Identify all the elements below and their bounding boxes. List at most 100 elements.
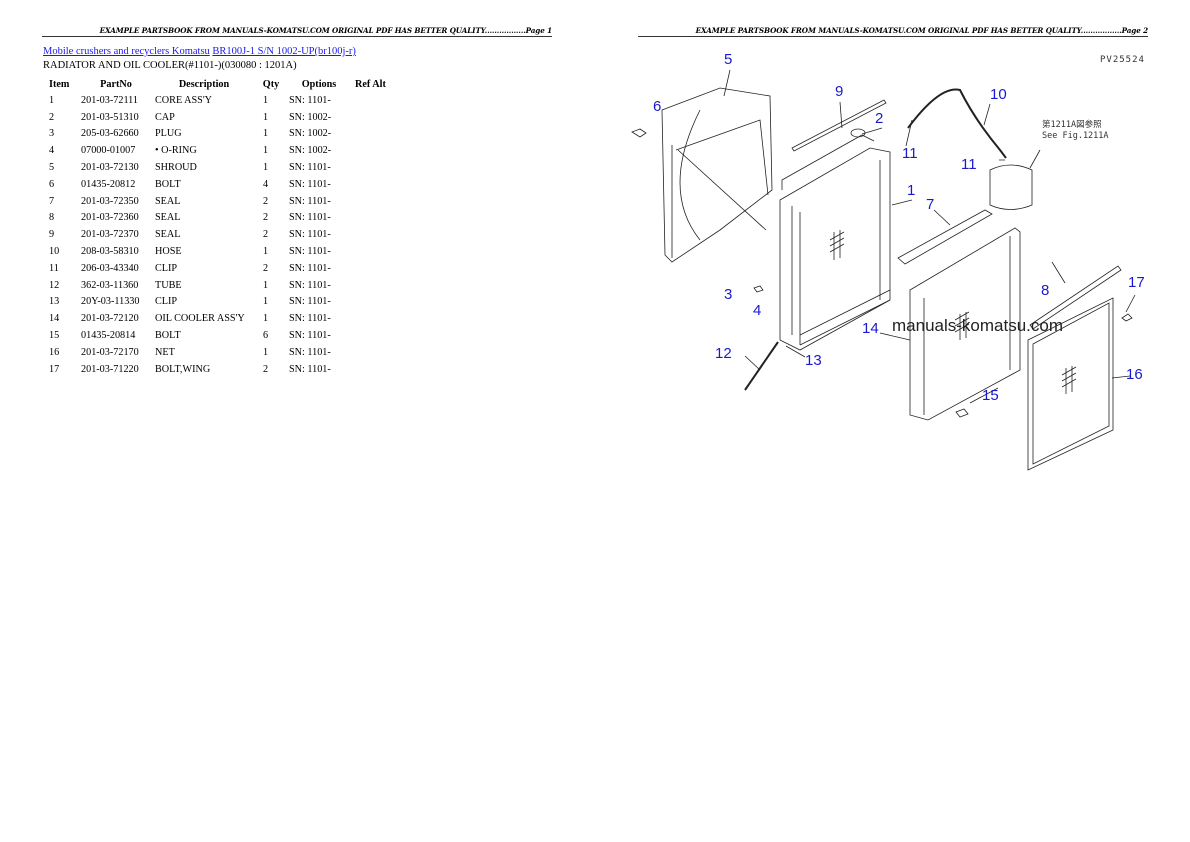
col-item: Item: [49, 78, 70, 90]
description: CLIP: [155, 262, 178, 274]
col-description: Description: [178, 78, 230, 90]
item-number: 9: [49, 229, 55, 241]
ref-alt: [351, 294, 390, 311]
quantity: 2: [263, 363, 269, 375]
options: SN: 1101-: [289, 279, 331, 291]
callout-6: 6: [653, 98, 662, 115]
ref-alt: [351, 142, 390, 159]
options: SN: 1101-: [289, 229, 331, 241]
description: SEAL: [155, 229, 181, 241]
description: CORE ASS'Y: [155, 94, 213, 106]
part-number: 07000-01007: [81, 145, 136, 157]
model-link[interactable]: BR100J-1 S/N 1002-UP(br100j-r): [212, 46, 356, 57]
part-number: 201-03-72370: [81, 229, 139, 241]
part-number: 201-03-72170: [81, 346, 139, 358]
ref-alt: [351, 109, 390, 126]
options: SN: 1101-: [289, 94, 331, 106]
options: SN: 1002-: [289, 111, 332, 123]
table-header: Item PartNo Description Qty Options Ref …: [43, 76, 390, 92]
part-number: 201-03-72360: [81, 212, 139, 224]
description: OIL COOLER ASS'Y: [155, 313, 245, 325]
quantity: 1: [263, 94, 269, 106]
note-en: See Fig.1211A: [1042, 131, 1109, 141]
part-number: 201-03-72111: [81, 94, 138, 106]
callout-7: 7: [926, 196, 935, 213]
category-link[interactable]: Mobile crushers and recyclers Komatsu: [43, 46, 210, 57]
col-refalt: Ref Alt: [355, 78, 386, 90]
figure-note: 第1211A図参照 See Fig.1211A: [1042, 120, 1109, 142]
item-number: 13: [49, 296, 60, 308]
description: CLIP: [155, 296, 178, 308]
part-number: 201-03-72130: [81, 162, 139, 174]
col-partno: PartNo: [100, 78, 132, 90]
options: SN: 1101-: [289, 346, 331, 358]
options: SN: 1101-: [289, 262, 331, 274]
callout-10: 10: [990, 86, 1007, 103]
watermark: manuals-komatsu.com: [892, 316, 1064, 335]
ref-alt: [351, 327, 390, 344]
ref-alt: [351, 210, 390, 227]
figure-code: PV25524: [1100, 55, 1145, 65]
options: SN: 1101-: [289, 212, 331, 224]
callout-3: 3: [724, 286, 733, 303]
item-number: 8: [49, 212, 55, 224]
description: SHROUD: [155, 162, 197, 174]
ref-alt: [351, 344, 390, 361]
item-number: 4: [49, 145, 55, 157]
quantity: 1: [263, 279, 269, 291]
quantity: 1: [263, 145, 269, 157]
ref-alt: [351, 159, 390, 176]
ref-alt: [351, 277, 390, 294]
callout-1: 1: [907, 182, 916, 199]
callout-2: 2: [875, 110, 884, 127]
callout-11a: 11: [902, 145, 918, 162]
part-number: 201-03-71220: [81, 363, 139, 375]
description: • O-RING: [155, 145, 197, 157]
exploded-diagram: PV25524 第1211A図参照 See Fig.1211A 1 2 3 4 …: [620, 40, 1180, 480]
item-number: 11: [49, 262, 59, 274]
part-number: 205-03-62660: [81, 128, 139, 140]
options: SN: 1101-: [289, 330, 331, 342]
callout-16: 16: [1126, 366, 1143, 383]
quantity: 1: [263, 162, 269, 174]
note-jp: 第1211A図参照: [1042, 120, 1102, 130]
page1-header: EXAMPLE PARTSBOOK FROM MANUALS-KOMATSU.C…: [42, 26, 552, 37]
callout-14: 14: [862, 320, 879, 337]
item-number: 12: [49, 279, 60, 291]
part-number: 01435-20812: [81, 178, 136, 190]
description: BOLT: [155, 330, 181, 342]
options: SN: 1101-: [289, 363, 331, 375]
quantity: 1: [263, 128, 269, 140]
description: BOLT,WING: [155, 363, 211, 375]
item-number: 17: [49, 363, 60, 375]
description: CAP: [155, 111, 175, 123]
item-number: 10: [49, 246, 60, 258]
item-number: 5: [49, 162, 55, 174]
part-number: 362-03-11360: [81, 279, 139, 291]
ref-alt: [351, 92, 390, 109]
quantity: 1: [263, 111, 269, 123]
table-row: 17 201-03-71220 BOLT,WING 2 SN: 1101-: [43, 361, 390, 378]
description: SEAL: [155, 195, 181, 207]
description: PLUG: [155, 128, 182, 140]
quantity: 2: [263, 195, 269, 207]
part-number: 20Y-03-11330: [81, 296, 140, 308]
quantity: 2: [263, 212, 269, 224]
callout-13: 13: [805, 352, 822, 369]
callout-17: 17: [1128, 274, 1145, 291]
quantity: 1: [263, 246, 269, 258]
item-number: 3: [49, 128, 55, 140]
